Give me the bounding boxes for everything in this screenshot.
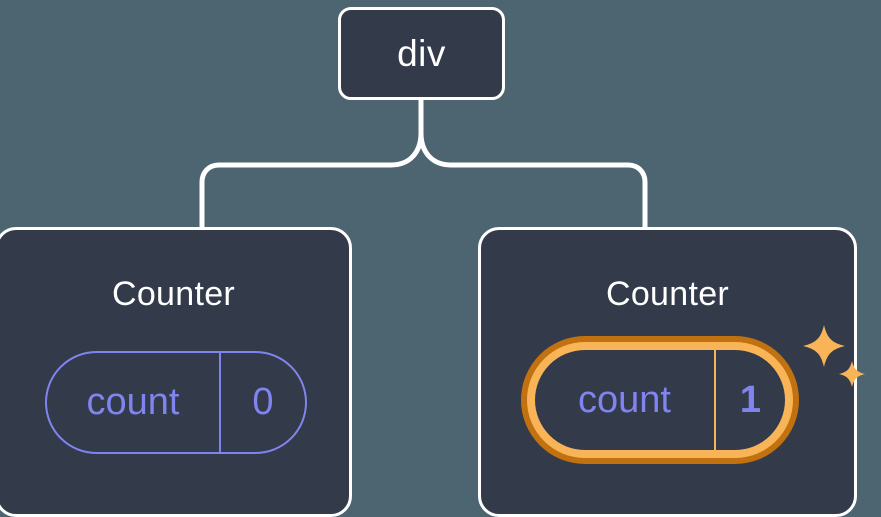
state-value-label: 0 [252,381,274,423]
sparkle-small-icon [839,361,865,387]
sparkle-large-icon [803,325,845,367]
connector-left-branch [199,97,424,231]
state-key-label: count [535,350,716,450]
state-pill-count-right[interactable]: count 1 [521,336,799,464]
node-div-label: div [397,33,446,74]
node-counter-left[interactable]: Counter count 0 [0,227,352,517]
state-pill-count-left[interactable]: count 0 [45,351,307,454]
node-counter-right[interactable]: Counter count 1 [478,227,865,517]
state-key-label: count [47,353,221,452]
state-pill-core: count 1 [535,350,785,450]
state-pill-highlight-ring: count 1 [527,342,793,458]
node-counter-left-title: Counter [111,275,236,313]
node-counter-right-title: Counter [605,275,730,313]
node-div[interactable]: div [338,7,505,100]
connector-right-branch [418,97,648,231]
state-value-label: 1 [739,378,762,421]
diagram-canvas: div Counter count 0 Counter count 1 [0,7,865,517]
sparkle-icon [803,325,865,387]
